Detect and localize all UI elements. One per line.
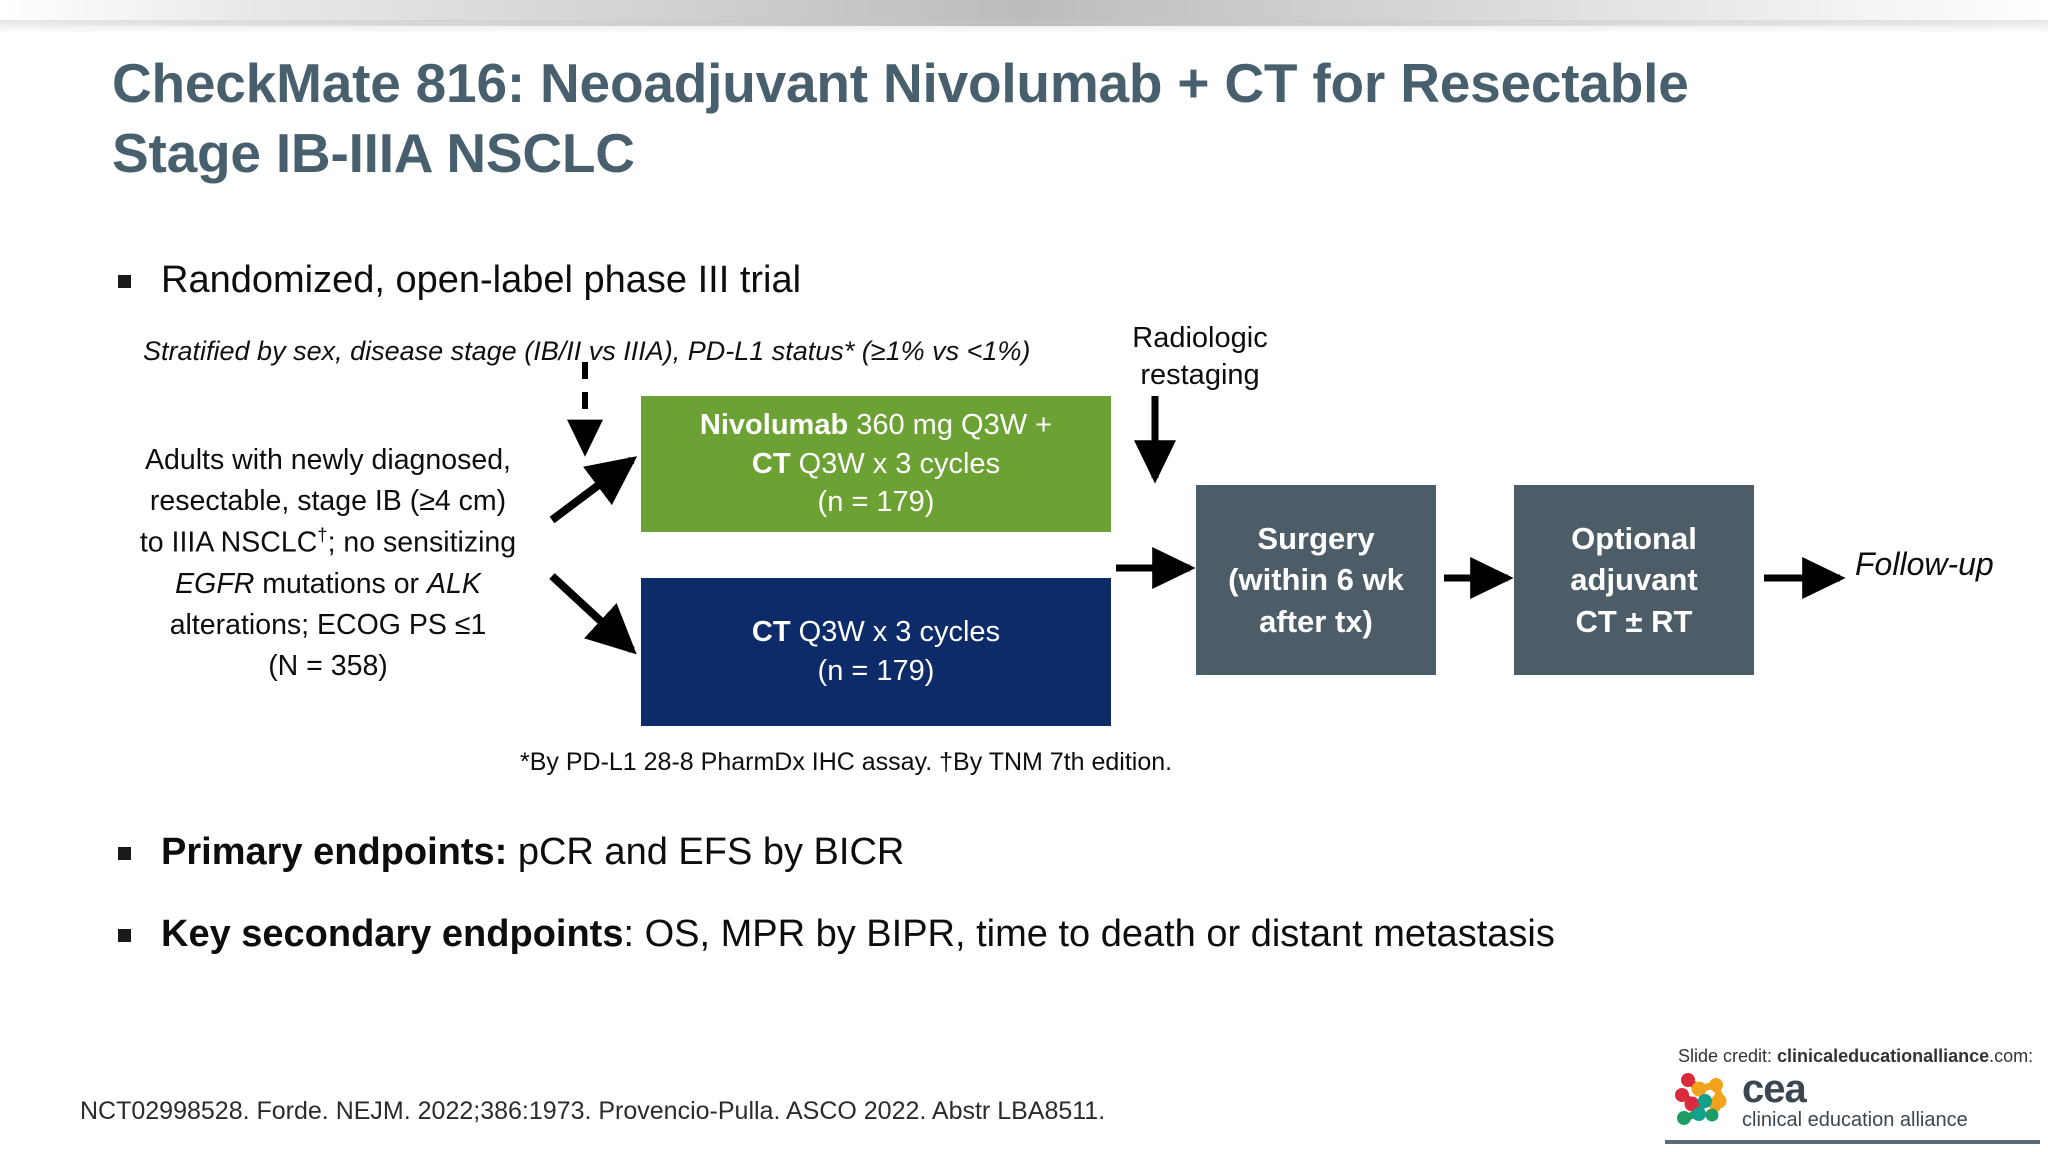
slide-credit-prefix: Slide credit: [1678,1046,1778,1066]
surgery-line-2: (within 6 wk [1228,562,1404,598]
cea-logo-text: cea clinical education alliance [1742,1069,1968,1130]
citation-text: NCT02998528. Forde. NEJM. 2022;386:1973.… [80,1097,1106,1125]
surgery-line-3: after tx) [1259,603,1373,639]
top-gradient-fade [0,20,2048,34]
experimental-ct-schedule: Q3W x 3 cycles [790,447,1001,480]
eligibility-line-3b: ; no sensitizing [327,526,517,559]
adjuvant-line-1: Optional [1571,521,1697,557]
eligibility-line-4-mid: mutations or [254,567,427,600]
radiologic-restaging-label: Radiologic restaging [1085,320,1315,394]
top-gradient-band [0,0,2048,26]
eligibility-description: Adults with newly diagnosed, resectable,… [118,440,538,687]
bullet-square-icon [118,847,131,860]
drug-name-nivolumab: Nivolumab [699,408,849,441]
dagger-marker: † [317,524,328,546]
arrow-to-control-arm [549,573,637,655]
experimental-arm-line-1: Nivolumab 360 mg Q3W + [700,406,1052,445]
trial-design-bullet: Randomized, open-label phase III trial [118,258,801,304]
eligibility-line-3a: to IIIA NSCLC [139,526,318,559]
control-ct-label: CT [751,616,791,649]
control-arm-box: CT Q3W x 3 cycles (n = 179) [641,578,1111,726]
cea-molecule-icon [1675,1073,1727,1125]
control-ct-schedule: Q3W x 3 cycles [790,616,1001,649]
primary-endpoints-value: pCR and EFS by BICR [507,831,905,873]
restaging-line-1: Radiologic [1132,322,1268,354]
secondary-endpoints-label: Key secondary endpoints [161,913,624,955]
restaging-line-2: restaging [1140,359,1260,392]
eligibility-line-1: Adults with newly diagnosed, [145,444,511,476]
adjuvant-line-2: adjuvant [1570,562,1698,598]
eligibility-total-n: (N = 358) [268,649,388,682]
trial-design-text: Randomized, open-label phase III trial [161,259,802,301]
bullet-square-icon [118,275,131,288]
stratification-note: Stratified by sex, disease stage (IB/II … [143,336,1031,366]
experimental-arm-n: (n = 179) [817,486,935,519]
secondary-endpoints-value: : OS, MPR by BIPR, time to death or dist… [623,913,1555,955]
cea-wordmark: cea [1742,1066,1807,1111]
slide-credit-domain: clinicaleducationalliance [1777,1046,1990,1066]
primary-endpoints-bullet: Primary endpoints: pCR and EFS by BICR [118,830,904,876]
experimental-ct-label: CT [751,447,791,480]
cea-logo: cea clinical education alliance [1672,1068,1968,1130]
primary-endpoints-text: Primary endpoints: pCR and EFS by BICR [161,830,904,876]
nivolumab-dose: 360 mg Q3W + [848,408,1053,441]
bullet-square-icon [118,929,131,942]
secondary-endpoints-text: Key secondary endpoints: OS, MPR by BIPR… [161,912,1555,958]
eligibility-line-2: resectable, stage IB (≥4 cm) [149,485,507,518]
surgery-box: Surgery (within 6 wk after tx) [1196,485,1436,675]
slide-credit: Slide credit: clinicaleducationalliance.… [1678,1046,2033,1067]
slide-title: CheckMate 816: Neoadjuvant Nivolumab + C… [112,52,1689,185]
experimental-arm-line-2: CT Q3W x 3 cycles [752,445,1000,484]
surgery-line-1: Surgery [1257,521,1375,557]
control-arm-n: (n = 179) [817,655,935,687]
follow-up-label: Follow-up [1855,546,1994,582]
control-arm-line-1: CT Q3W x 3 cycles [752,613,1000,652]
gene-alk: ALK [426,567,481,600]
gene-egfr: EGFR [175,567,255,600]
cea-tagline: clinical education alliance [1742,1108,1968,1131]
optional-adjuvant-box: Optional adjuvant CT ± RT [1514,485,1754,675]
arrow-to-experimental-arm [549,456,638,524]
experimental-arm-box: Nivolumab 360 mg Q3W + CT Q3W x 3 cycles… [641,396,1111,532]
secondary-endpoints-bullet: Key secondary endpoints: OS, MPR by BIPR… [118,912,1555,958]
diagram-footnote: *By PD-L1 28-8 PharmDx IHC assay. †By TN… [520,748,1173,776]
surgery-box-text: Surgery (within 6 wk after tx) [1228,518,1404,642]
eligibility-line-5: alterations; ECOG PS ≤1 [169,608,487,641]
slide-credit-suffix: .com: [1989,1046,2034,1066]
adjuvant-line-3: CT ± RT [1575,603,1693,639]
adjuvant-box-text: Optional adjuvant CT ± RT [1570,518,1697,642]
footer-divider [1665,1140,2040,1144]
primary-endpoints-label: Primary endpoints: [161,831,508,873]
